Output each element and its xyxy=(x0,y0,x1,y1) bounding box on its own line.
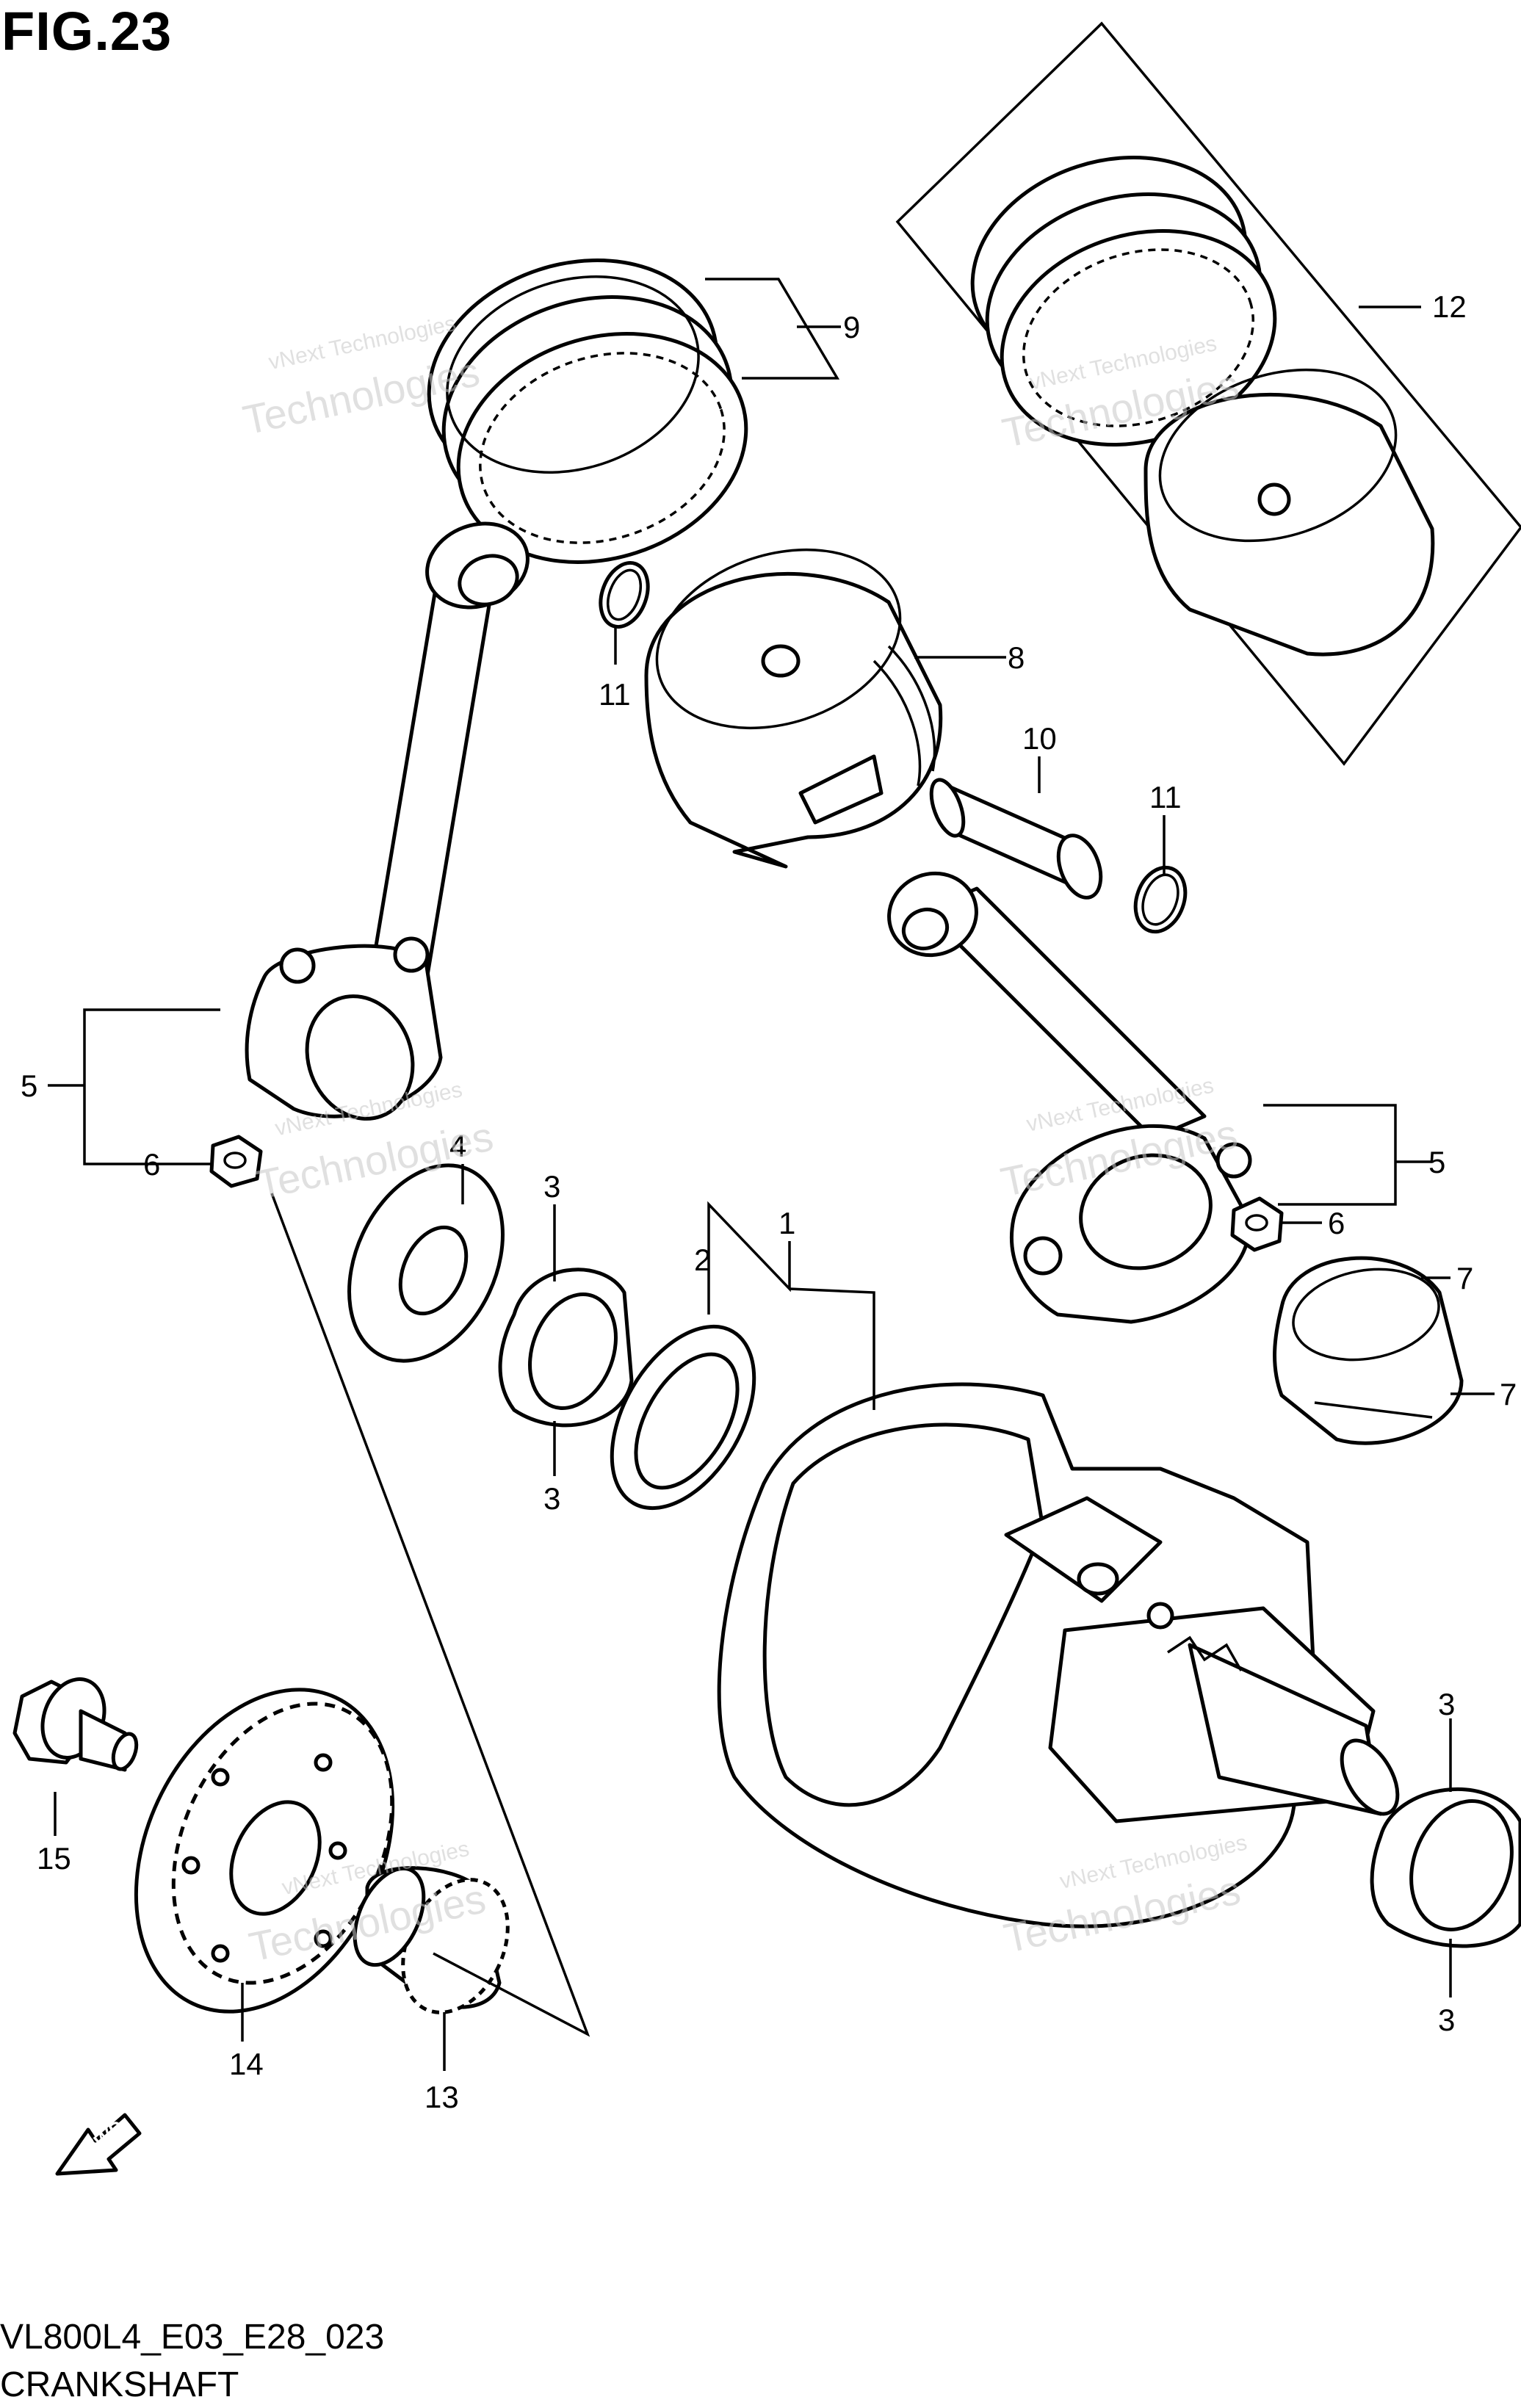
nut-part-6-right xyxy=(1230,1196,1284,1252)
callout-15: 15 xyxy=(37,1841,71,1876)
figure-code: VL800L4_E03_E28_023 xyxy=(0,2318,385,2357)
callout-3-upper-right: 3 xyxy=(1438,1687,1455,1721)
nut-part-6-left xyxy=(209,1135,263,1188)
connecting-rod-part-5-left xyxy=(245,521,530,1121)
callout-7-upper: 7 xyxy=(1456,1261,1473,1295)
callout-3-lower-right: 3 xyxy=(1438,2003,1455,2037)
main-bearing-part-3-right xyxy=(1370,1787,1521,1948)
thrust-washer-part-4 xyxy=(347,1163,505,1363)
main-bearing-part-3-left xyxy=(498,1268,634,1428)
callout-13: 13 xyxy=(424,2080,459,2114)
crankshaft-part-1 xyxy=(717,1382,1400,1928)
callout-11-left: 11 xyxy=(599,677,631,712)
bolt-part-15 xyxy=(12,1677,139,1772)
callout-7-lower: 7 xyxy=(1500,1377,1517,1411)
callout-6-left: 6 xyxy=(143,1147,160,1182)
piston-set-part-12 xyxy=(895,21,1521,766)
gear-part-14 xyxy=(134,1688,395,2014)
piston-rings-part-9 xyxy=(427,258,748,564)
group-bracket xyxy=(270,1193,590,2037)
callout-8: 8 xyxy=(1008,640,1025,675)
callout-2: 2 xyxy=(694,1243,711,1277)
fwd-arrow-icon: FWD xyxy=(55,2113,142,2176)
callout-10: 10 xyxy=(1022,721,1057,756)
circlip-part-11-right xyxy=(1133,865,1188,934)
callout-3-upper-left: 3 xyxy=(543,1169,560,1204)
callout-11-right: 11 xyxy=(1149,780,1182,814)
callout-1: 1 xyxy=(778,1206,795,1240)
sprocket-part-13 xyxy=(353,1866,510,2014)
callout-labels: 9 12 8 10 11 11 5 6 5 6 7 7 4 3 3 2 1 3 … xyxy=(21,289,1517,2114)
callout-3-lower-left: 3 xyxy=(543,1481,560,1516)
callout-14: 14 xyxy=(229,2047,264,2081)
leader-lines xyxy=(48,278,1495,2071)
callout-12: 12 xyxy=(1432,289,1467,324)
callout-9: 9 xyxy=(843,310,860,344)
figure-name: CRANKSHAFT xyxy=(0,2365,239,2404)
connecting-rod-part-5-right xyxy=(887,871,1252,1324)
callout-5-left: 5 xyxy=(21,1069,37,1103)
figure-title: FIG.23 xyxy=(1,1,173,62)
thrust-ring-part-2 xyxy=(610,1324,756,1511)
bearing-part-7 xyxy=(1273,1256,1464,1445)
callout-4: 4 xyxy=(449,1129,466,1163)
circlip-part-11-left xyxy=(599,560,650,629)
piston-pin-part-10 xyxy=(929,778,1103,900)
callout-5-right: 5 xyxy=(1428,1145,1445,1179)
piston-part-8 xyxy=(644,548,943,869)
callout-6-right: 6 xyxy=(1328,1206,1345,1240)
